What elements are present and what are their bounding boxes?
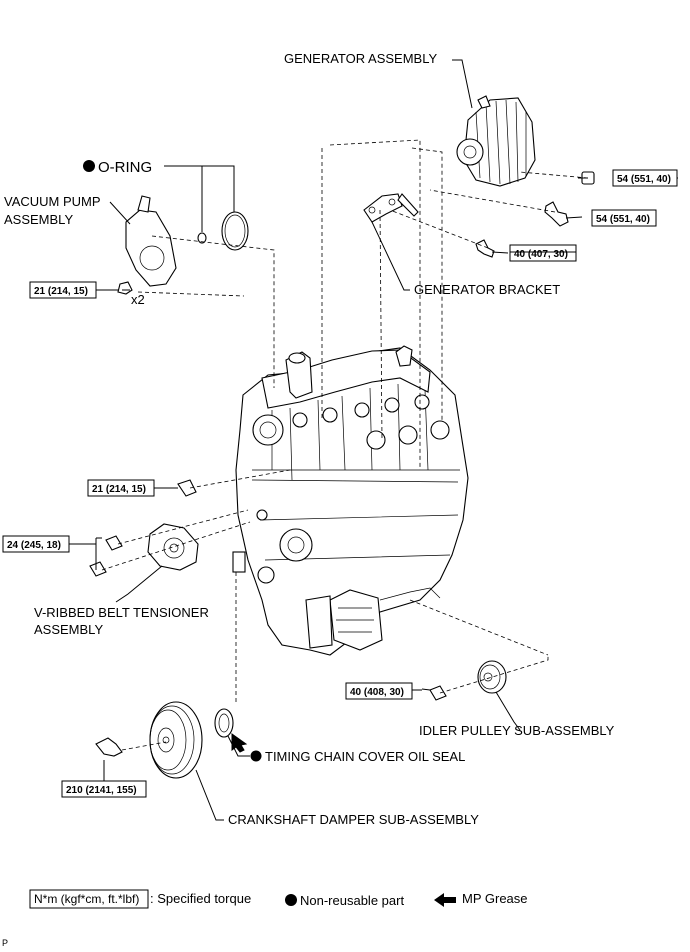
torque-box-vacuum-bolt: 21 (214, 15) (29, 281, 97, 299)
label-tensioner-2: ASSEMBLY (34, 622, 103, 637)
torque-gen-nut: 54 (551, 40) (617, 174, 671, 185)
torque-box-gen-nut: 54 (551, 40) (612, 169, 678, 187)
oil-seal-part (214, 708, 234, 738)
crankshaft-damper-part (149, 701, 203, 779)
torque-box-gen-bolt: 54 (551, 40) (591, 209, 657, 227)
idler-pulley-part (477, 660, 507, 694)
label-vacuum-pump-2: ASSEMBLY (4, 212, 73, 227)
torque-block-bolt: 21 (214, 15) (92, 484, 146, 495)
torque-box-tensioner-bolt: 24 (245, 18) (2, 535, 70, 553)
torque-bracket-bolt: 40 (407, 30) (514, 249, 568, 260)
label-crankshaft-damper: CRANKSHAFT DAMPER SUB-ASSEMBLY (228, 812, 479, 827)
legend-grease-arrow-icon (434, 893, 456, 907)
legend-grease: MP Grease (462, 891, 528, 906)
legend: N*m (kgf*cm, ft.*lbf) : Specified torque… (29, 889, 528, 909)
torque-gen-bolt: 54 (551, 40) (596, 214, 650, 225)
label-generator-bracket: GENERATOR BRACKET (414, 282, 560, 297)
o-ring-large-part (221, 211, 249, 251)
label-generator-assembly: GENERATOR ASSEMBLY (284, 51, 437, 66)
label-timing-chain-seal: TIMING CHAIN COVER OIL SEAL (265, 749, 465, 764)
generator-fasteners (475, 171, 595, 258)
torque-tensioner-bolt: 24 (245, 18) (7, 540, 61, 551)
nonreusable-dot-o-ring (83, 160, 95, 172)
torque-box-crank-bolt: 210 (2141, 155) (61, 780, 147, 798)
generator-bracket-part (363, 193, 419, 223)
legend-nonreusable-dot (285, 894, 297, 906)
nonreusable-dot-oil-seal (250, 750, 262, 762)
torque-crank-bolt: 210 (2141, 155) (66, 785, 137, 796)
label-tensioner-1: V-RIBBED BELT TENSIONER (34, 605, 209, 620)
label-x2: x2 (131, 292, 145, 307)
generator-assembly-part (456, 95, 536, 187)
legend-torque-unit: N*m (kgf*cm, ft.*lbf) (34, 892, 139, 906)
engine-block (232, 345, 469, 656)
o-ring-small-part (197, 232, 207, 244)
torque-idler-bolt: 40 (408, 30) (350, 687, 404, 698)
legend-torque-text: : Specified torque (150, 891, 251, 906)
mp-grease-arrow (231, 733, 248, 753)
label-vacuum-pump-1: VACUUM PUMP (4, 194, 101, 209)
assembly-lines (101, 139, 589, 751)
torque-vacuum-bolt: 21 (214, 15) (34, 286, 88, 297)
leader-lines (95, 59, 588, 821)
legend-nonreusable: Non-reusable part (300, 893, 404, 908)
torque-box-idler-bolt: 40 (408, 30) (345, 682, 413, 700)
corner-mark: P (2, 938, 8, 948)
tensioner-part (147, 523, 199, 571)
torque-box-block-bolt: 21 (214, 15) (87, 479, 155, 497)
label-o-ring: O-RING (98, 159, 152, 176)
torque-box-bracket-bolt: 40 (407, 30) (509, 244, 577, 262)
label-idler-pulley: IDLER PULLEY SUB-ASSEMBLY (419, 723, 615, 738)
vacuum-pump-part (117, 195, 177, 295)
